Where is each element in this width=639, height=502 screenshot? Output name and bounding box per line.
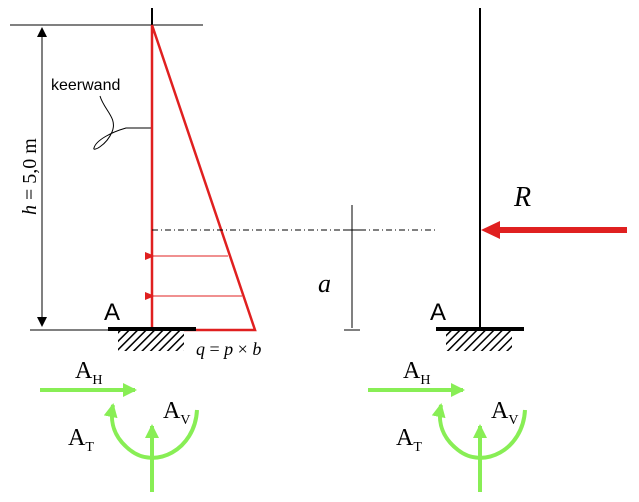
keerwand-label: keerwand [51, 77, 120, 94]
height-label: h = 5,0 m [19, 138, 41, 215]
reaction-v-label-right: AV [491, 398, 518, 428]
reaction-v-label: AV [163, 398, 190, 428]
load-formula: q = p × b [196, 339, 261, 359]
right-diagram: a R A AH AV AT [318, 8, 627, 492]
reaction-h-label: AH [75, 358, 102, 388]
left-diagram: h = 5,0 m keerwand A q = p × b AH AV AT [10, 8, 438, 492]
support-label-left: A [104, 299, 120, 326]
resultant-arrowhead [481, 221, 500, 239]
resultant-label: R [513, 182, 531, 213]
reaction-h-label-right: AH [403, 358, 430, 388]
earth-pressure-triangle [150, 24, 257, 332]
support-label-right: A [430, 299, 446, 326]
reaction-moment-arrow [103, 403, 199, 460]
reaction-t-label: AT [68, 425, 94, 455]
support-plate-right [436, 327, 524, 331]
arm-label: a [318, 269, 331, 298]
support-plate [108, 327, 196, 331]
support-hatch [118, 331, 184, 351]
reaction-moment-arrow-right [431, 403, 527, 460]
keerwand-leader [93, 95, 152, 150]
support-hatch-right [446, 331, 512, 351]
reaction-t-label-right: AT [396, 425, 422, 455]
